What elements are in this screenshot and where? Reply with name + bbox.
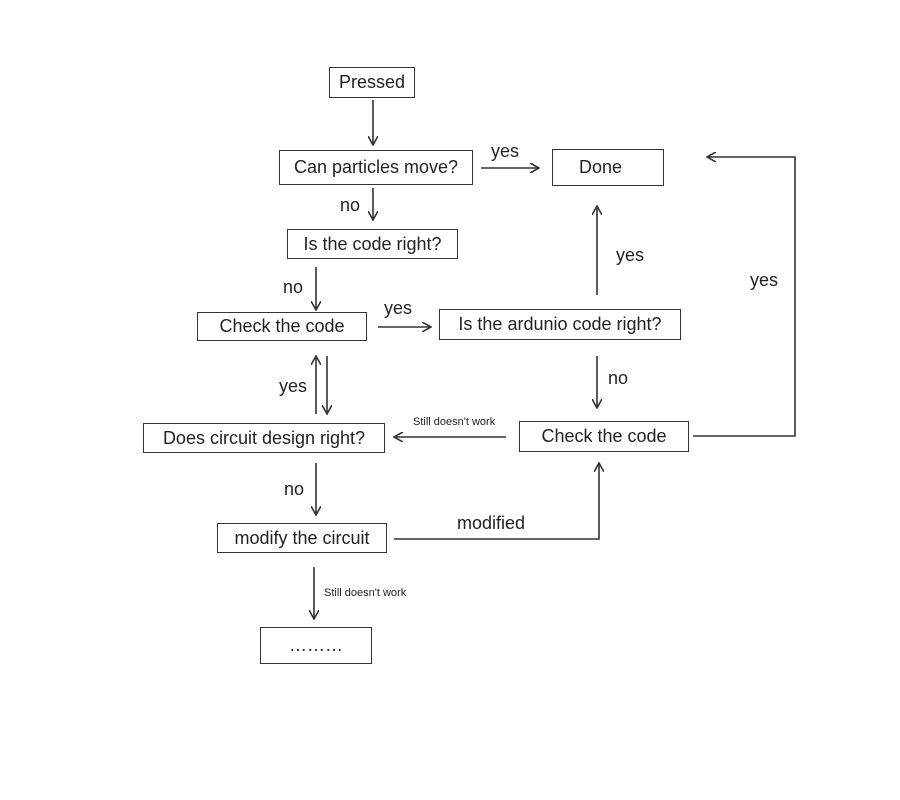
node-modify-the-circuit: modify the circuit: [217, 523, 387, 553]
label-circuit-yes: yes: [279, 376, 308, 396]
label-check-code-yes: yes: [384, 298, 413, 318]
label-arduino-no: no: [608, 368, 629, 388]
label-can-move-yes: yes: [491, 141, 520, 161]
label-loop-yes: yes: [750, 270, 779, 290]
label-circuit-no: no: [284, 479, 305, 499]
node-check-the-code-1: Check the code: [197, 312, 367, 341]
node-check-the-code-2: Check the code: [519, 421, 689, 452]
arrow-check-code-2-to-done: [693, 157, 796, 437]
node-can-particles-move: Can particles move?: [279, 150, 473, 185]
label-still-doesnt-work-2: Still doesn't work: [324, 587, 407, 599]
node-ellipsis: ………: [260, 627, 372, 664]
node-is-code-right: Is the code right?: [287, 229, 458, 259]
node-done: Done: [552, 149, 664, 186]
label-can-move-no: no: [340, 195, 361, 215]
node-is-arduino-code-right: Is the ardunio code right?: [439, 309, 681, 340]
label-still-doesnt-work-1: Still doesn't work: [413, 416, 496, 428]
label-modified: modified: [457, 513, 526, 533]
node-does-circuit-design-right: Does circuit design right?: [143, 423, 385, 453]
arrow-modify-to-check-code-2: [394, 463, 599, 540]
node-pressed: Pressed: [329, 67, 415, 98]
label-arduino-yes: yes: [616, 245, 645, 265]
label-code-right-no: no: [283, 277, 304, 297]
